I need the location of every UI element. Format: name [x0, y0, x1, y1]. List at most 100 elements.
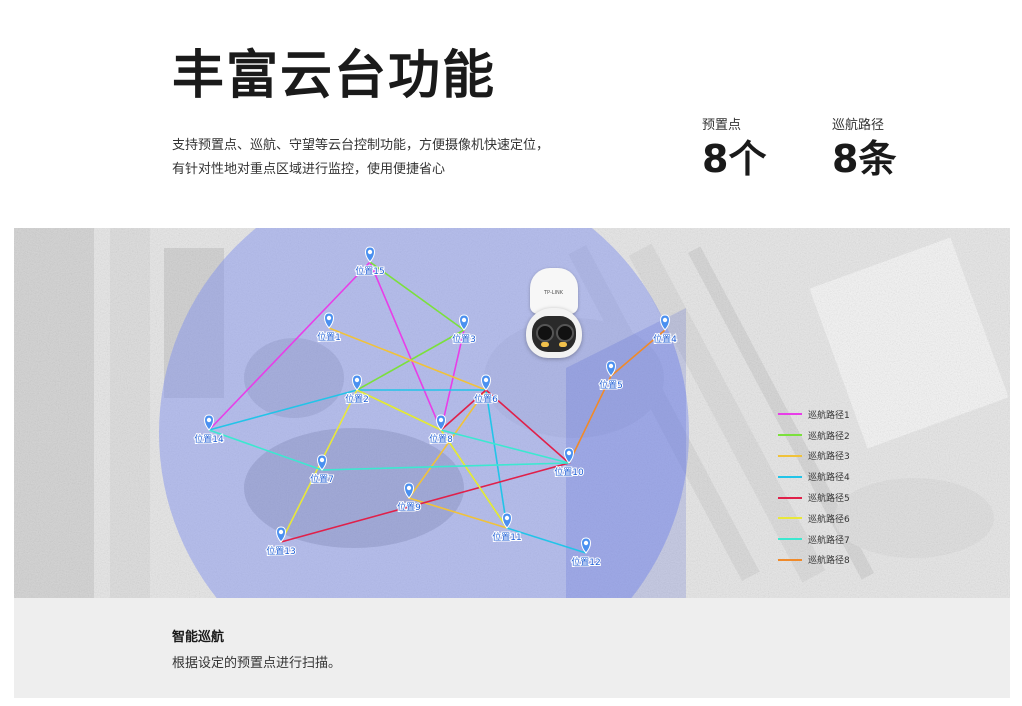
pin-dot — [504, 515, 510, 521]
stat-routes-label: 巡航路径 — [832, 118, 885, 133]
location-pin-icon — [404, 482, 414, 499]
camera-lens-right — [556, 324, 574, 342]
location-pin-icon — [459, 314, 469, 331]
preset-point-5[interactable]: 位置5 — [598, 360, 624, 392]
preset-point-label: 位置7 — [310, 473, 334, 485]
legend-swatch — [778, 517, 802, 520]
ptz-camera-image: TP-LINK — [524, 268, 584, 360]
footer-title: 智能巡航 — [172, 630, 225, 645]
points-layer: 位置1 位置2 位置3 位置4 位置5 位置6 位置7 位置8 位置9 位置10 位置11 位置12 位… — [193, 246, 678, 569]
preset-point-label: 位置3 — [452, 333, 476, 345]
legend-item-route-6: 巡航路径6 — [778, 508, 850, 529]
preset-point-9[interactable]: 位置9 — [396, 482, 422, 514]
legend-swatch — [778, 475, 802, 478]
preset-point-label: 位置1 — [317, 331, 341, 343]
preset-point-label: 位置8 — [429, 433, 453, 445]
pin-dot — [608, 363, 614, 369]
stat-routes: 巡航路径 8条 — [832, 114, 896, 181]
preset-point-14[interactable]: 位置14 — [193, 414, 225, 446]
legend-item-route-7: 巡航路径7 — [778, 529, 850, 550]
feature-description: 支持预置点、巡航、守望等云台控制功能，方便摄像机快速定位， 有针对性地对重点区域… — [172, 134, 592, 182]
preset-point-label: 位置5 — [599, 379, 623, 391]
legend-label: 巡航路径1 — [808, 410, 850, 421]
pin-dot — [206, 417, 212, 423]
camera-housing: TP-LINK — [530, 268, 578, 314]
preset-point-15[interactable]: 位置15 — [354, 246, 386, 278]
legend-item-route-2: 巡航路径2 — [778, 425, 850, 446]
location-pin-icon — [352, 374, 362, 391]
pin-dot — [662, 317, 668, 323]
legend-item-route-3: 巡航路径3 — [778, 446, 850, 467]
location-pin-icon — [324, 312, 334, 329]
preset-point-11[interactable]: 位置11 — [491, 512, 523, 544]
legend-item-route-5: 巡航路径5 — [778, 487, 850, 508]
preset-point-label: 位置12 — [571, 556, 600, 568]
location-pin-icon — [660, 314, 670, 331]
pin-dot — [461, 317, 467, 323]
legend-item-route-4: 巡航路径4 — [778, 466, 850, 487]
legend-item-route-8: 巡航路径8 — [778, 550, 850, 571]
legend-swatch — [778, 434, 802, 437]
legend-item-route-1: 巡航路径1 — [778, 404, 850, 425]
preset-point-label: 位置15 — [355, 265, 384, 277]
pin-dot — [438, 417, 444, 423]
legend-label: 巡航路径2 — [808, 431, 850, 442]
legend-label: 巡航路径4 — [808, 473, 850, 484]
pin-dot — [367, 249, 373, 255]
route-path-3 — [328, 327, 508, 529]
camera-view-sector — [566, 308, 686, 598]
camera-face — [532, 316, 576, 352]
preset-point-label: 位置2 — [345, 393, 369, 405]
preset-point-label: 位置6 — [474, 393, 498, 405]
location-pin-icon — [276, 526, 286, 543]
preset-point-2[interactable]: 位置2 — [344, 374, 370, 406]
preset-point-label: 位置9 — [397, 501, 421, 513]
patrol-map: 位置1 位置2 位置3 位置4 位置5 位置6 位置7 位置8 位置9 位置10 位置11 位置12 位… — [14, 228, 1010, 598]
legend-swatch — [778, 496, 802, 499]
description-line-1: 支持预置点、巡航、守望等云台控制功能，方便摄像机快速定位， — [172, 138, 550, 153]
pin-dot — [566, 450, 572, 456]
preset-point-8[interactable]: 位置8 — [428, 414, 454, 446]
page-title: 丰富云台功能 — [172, 46, 497, 106]
footer-text: 根据设定的预置点进行扫描。 — [172, 656, 342, 671]
preset-point-3[interactable]: 位置3 — [451, 314, 477, 346]
preset-point-12[interactable]: 位置12 — [570, 537, 602, 569]
preset-point-1[interactable]: 位置1 — [316, 312, 342, 344]
preset-point-label: 位置14 — [194, 433, 224, 445]
legend-label: 巡航路径5 — [808, 494, 850, 505]
route-path-1 — [208, 260, 465, 433]
legend-swatch — [778, 413, 802, 416]
camera-head — [526, 308, 582, 358]
pin-dot — [354, 377, 360, 383]
camera-light-left — [541, 342, 549, 347]
legend-label: 巡航路径8 — [808, 556, 850, 567]
pin-dot — [406, 485, 412, 491]
pin-dot — [326, 315, 332, 321]
legend-label: 巡航路径3 — [808, 452, 850, 463]
legend-label: 巡航路径7 — [808, 535, 850, 546]
preset-point-4[interactable]: 位置4 — [652, 314, 678, 346]
location-pin-icon — [502, 512, 512, 529]
stat-presets: 预置点 8个 — [702, 114, 766, 181]
location-pin-icon — [564, 447, 574, 464]
preset-point-label: 位置13 — [266, 545, 295, 557]
location-pin-icon — [581, 537, 591, 554]
pin-dot — [483, 377, 489, 383]
preset-point-label: 位置11 — [492, 531, 521, 543]
route-legend: 巡航路径1 巡航路径2 巡航路径3 巡航路径4 巡航路径5 巡航路径6 巡航路径7 巡航路径8 — [778, 404, 850, 570]
camera-brand: TP-LINK — [544, 290, 564, 296]
legend-swatch — [778, 558, 802, 561]
preset-point-6[interactable]: 位置6 — [473, 374, 499, 406]
legend-swatch — [778, 538, 802, 541]
preset-point-13[interactable]: 位置13 — [265, 526, 297, 558]
preset-point-10[interactable]: 位置10 — [553, 447, 585, 479]
location-pin-icon — [204, 414, 214, 431]
camera-light-right — [559, 342, 567, 347]
location-pin-icon — [481, 374, 491, 391]
footer-panel: 智能巡航 根据设定的预置点进行扫描。 — [14, 598, 1010, 698]
route-path-5 — [280, 388, 571, 543]
route-path-7 — [208, 429, 570, 471]
location-pin-icon — [436, 414, 446, 431]
pin-dot — [319, 457, 325, 463]
preset-point-7[interactable]: 位置7 — [309, 454, 335, 486]
